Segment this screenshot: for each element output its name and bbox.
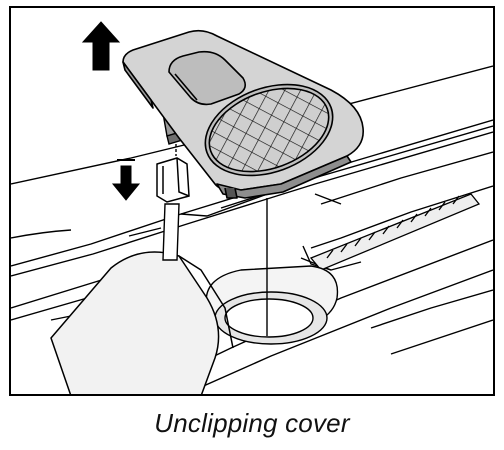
electrical-connector — [156, 157, 190, 203]
down-arrow-icon — [111, 159, 141, 201]
up-arrow-icon — [80, 16, 122, 71]
illustration-frame — [9, 6, 495, 396]
mounting-recess — [205, 265, 339, 345]
technical-illustration — [11, 16, 493, 394]
figure-caption: Unclipping cover — [154, 408, 350, 438]
speaker-cover — [122, 29, 364, 199]
dashboard-vent-right — [309, 193, 481, 271]
trim-flap — [50, 251, 234, 394]
cable — [162, 203, 180, 261]
